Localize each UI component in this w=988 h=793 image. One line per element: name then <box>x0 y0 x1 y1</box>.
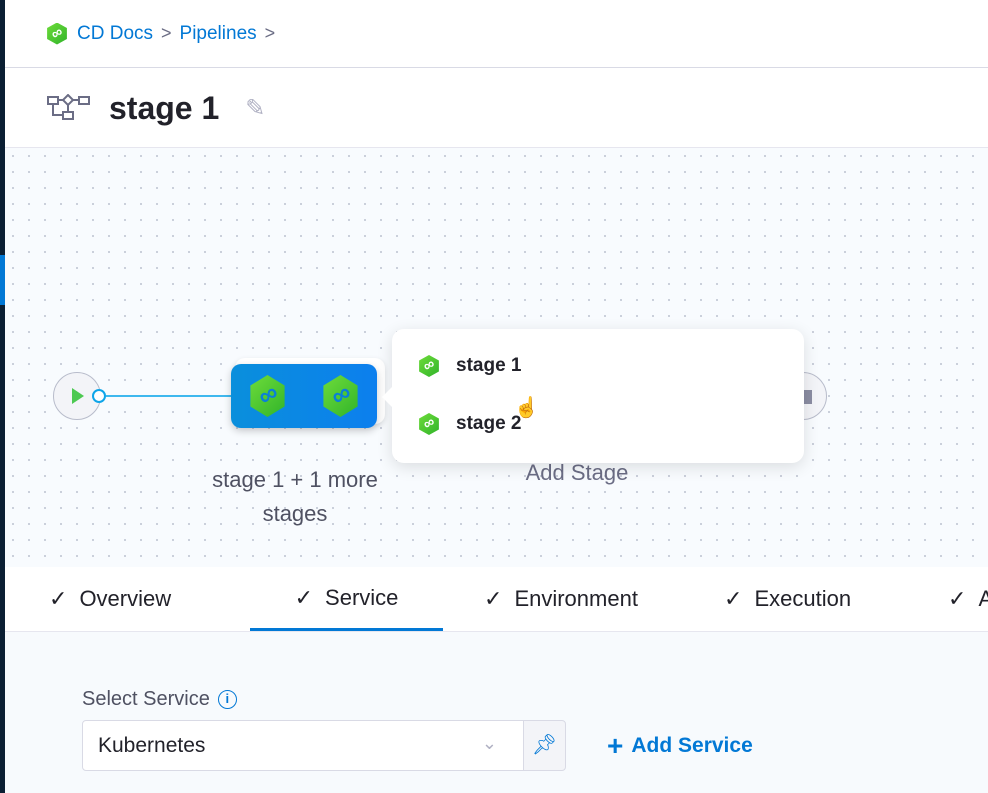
deploy-stage-icon <box>323 375 358 417</box>
deploy-stage-icon <box>419 413 439 435</box>
service-form: Select Service i Kubernetes ⌄ 📌︎ + Add Serv… <box>5 632 988 793</box>
info-icon[interactable]: i <box>217 690 237 709</box>
check-icon: ✓ <box>294 584 314 610</box>
service-select-value: Kubernetes <box>98 733 206 757</box>
cd-module-icon <box>47 22 67 45</box>
popover-item-stage-2[interactable]: stage 2 <box>418 413 521 435</box>
deploy-stage-icon <box>419 355 439 377</box>
add-stage-label[interactable]: Add Stage <box>525 460 629 485</box>
tab-label: A <box>978 586 988 611</box>
chevron-down-icon: ⌄ <box>481 733 497 753</box>
add-service-label: Add Service <box>631 734 753 757</box>
check-icon: ✓ <box>948 586 967 611</box>
left-nav-strip <box>0 0 5 793</box>
tab-label: Overview <box>79 586 172 611</box>
tab-label: Execution <box>754 586 852 611</box>
select-service-label: Select Service i <box>82 688 237 711</box>
edit-pencil-icon[interactable]: ✎ <box>245 94 266 122</box>
field-label: Select Service <box>82 688 210 710</box>
stage-group-node[interactable] <box>231 364 377 428</box>
check-icon: ✓ <box>484 586 503 611</box>
tab-environment[interactable]: ✓ Environment <box>484 567 638 631</box>
check-icon: ✓ <box>49 586 68 611</box>
plus-icon: + <box>607 730 624 761</box>
breadcrumb-separator: > <box>264 23 276 43</box>
pipeline-stage-icon <box>47 94 90 120</box>
popover-item-label: stage 2 <box>456 413 522 434</box>
breadcrumb-cd-docs[interactable]: CD Docs <box>77 22 154 44</box>
stage-tabs: ✓ Overview ✓ Service ✓ Environment ✓ Executi… <box>5 567 988 632</box>
popover-item-label: stage 1 <box>456 355 522 376</box>
deploy-stage-icon <box>250 375 285 417</box>
popover-item-stage-1[interactable]: stage 1 ☝ <box>418 355 539 419</box>
pipeline-canvas[interactable]: stage 1 + 1 more stages Add Stage stage … <box>5 148 988 567</box>
tab-overview[interactable]: ✓ Overview <box>49 567 171 631</box>
tab-advanced[interactable]: ✓A <box>948 567 988 631</box>
tab-execution[interactable]: ✓ Execution <box>724 567 851 631</box>
breadcrumb: CD Docs > Pipelines > <box>5 0 988 68</box>
service-select[interactable]: Kubernetes ⌄ <box>82 720 524 771</box>
connector-line <box>106 395 236 397</box>
stage-header: stage 1 ✎ <box>5 69 988 148</box>
hand-cursor-icon: ☝ <box>514 397 539 419</box>
add-service-button[interactable]: + Add Service <box>607 730 753 762</box>
tab-service[interactable]: ✓ Service <box>250 567 443 631</box>
check-icon: ✓ <box>724 586 743 611</box>
connector-port <box>92 389 106 403</box>
breadcrumb-pipelines[interactable]: Pipelines <box>179 22 257 44</box>
stage-group-popover: stage 1 ☝ stage 2 <box>382 329 804 463</box>
left-nav-active-indicator <box>0 255 5 305</box>
stage-group-label: stage 1 + 1 more stages <box>212 467 378 526</box>
tab-label: Service <box>325 584 399 610</box>
page-title: stage 1 <box>109 89 220 126</box>
tab-label: Environment <box>514 586 638 611</box>
breadcrumb-separator: > <box>161 23 172 43</box>
pin-icon[interactable]: 📌︎ <box>523 720 566 771</box>
